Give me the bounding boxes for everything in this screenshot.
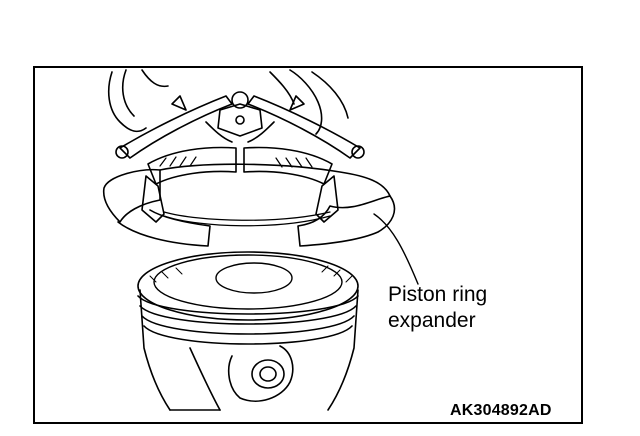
callout-label-line-1: Piston ring <box>388 283 488 306</box>
ring-plate <box>102 163 396 247</box>
piston <box>137 251 359 411</box>
figure-code: AK304892AD <box>450 402 552 419</box>
callout-leader <box>373 213 419 285</box>
hands <box>107 69 349 135</box>
expander-tool <box>115 91 365 223</box>
callout-label-line-2: expander <box>388 309 476 332</box>
